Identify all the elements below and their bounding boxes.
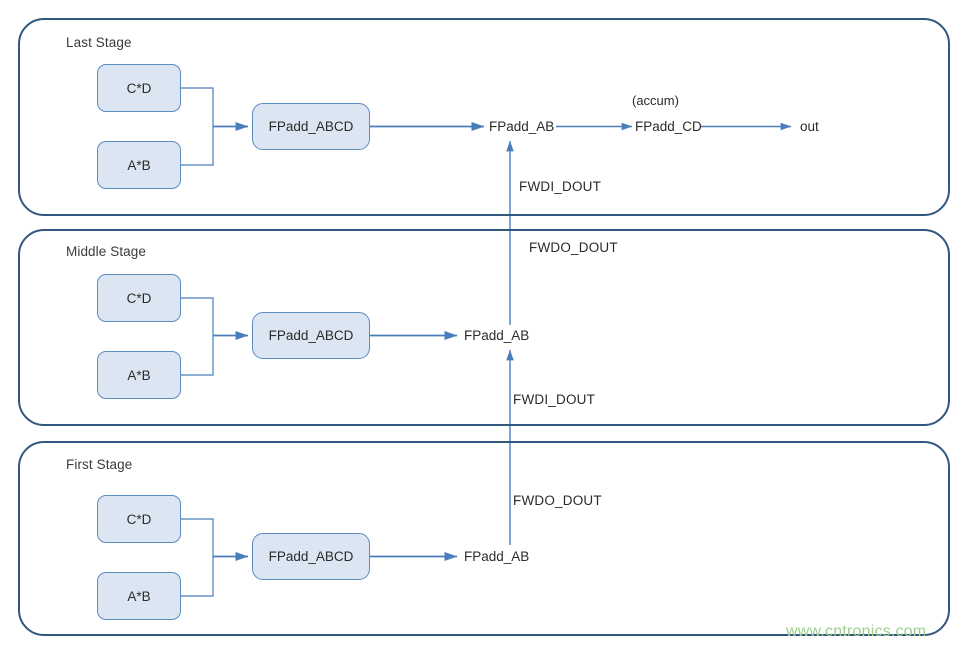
last-stage-connectors (180, 87, 792, 166)
signal-label-fwdi-dout-middle: FWDI_DOUT (513, 392, 596, 407)
stage-container-last (18, 18, 950, 216)
accum-note-last: (accum) (632, 93, 679, 108)
adder-box-last: FPadd_ABCD (252, 103, 370, 150)
middle-stage-connectors (180, 297, 458, 376)
node-label-fpadd-ab-middle: FPadd_AB (464, 328, 530, 343)
stage-title-first: First Stage (66, 457, 133, 472)
signal-label-fwdo-dout-middle: FWDO_DOUT (529, 240, 618, 255)
node-label-fpadd-ab-last: FPadd_AB (489, 119, 555, 134)
operand-box-ab-middle: A*B (97, 351, 181, 399)
operand-box-cd-middle: C*D (97, 274, 181, 322)
operand-box-ab-first: A*B (97, 572, 181, 620)
operand-box-cd-first: C*D (97, 495, 181, 543)
node-label-out: out (800, 119, 819, 134)
stage-title-middle: Middle Stage (66, 244, 146, 259)
signal-label-fwdo-dout-first: FWDO_DOUT (513, 493, 602, 508)
stage-container-first (18, 441, 950, 636)
signal-label-fwdi-dout-last: FWDI_DOUT (519, 179, 602, 194)
stage-container-middle (18, 229, 950, 426)
first-stage-connectors (180, 518, 458, 597)
operand-box-cd-last: C*D (97, 64, 181, 112)
operand-box-ab-last: A*B (97, 141, 181, 189)
adder-box-middle: FPadd_ABCD (252, 312, 370, 359)
adder-box-first: FPadd_ABCD (252, 533, 370, 580)
node-label-fpadd-ab-first: FPadd_AB (464, 549, 530, 564)
node-label-fpadd-cd-last: FPadd_CD (635, 119, 702, 134)
stage-title-last: Last Stage (66, 35, 132, 50)
site-watermark: www.cntronics.com (786, 623, 927, 640)
